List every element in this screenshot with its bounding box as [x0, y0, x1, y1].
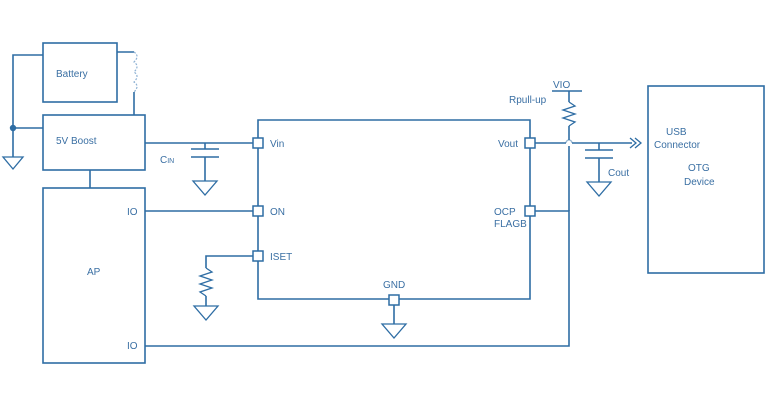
battery-label: Battery [56, 69, 88, 80]
iset-resistor [192, 255, 253, 321]
pin-vout-label: Vout [498, 139, 518, 150]
pin-vin-label: Vin [270, 139, 284, 150]
pin-vout [524, 137, 536, 149]
ap-io-bottom-label: IO [127, 341, 138, 352]
boost-label: 5V Boost [56, 136, 97, 147]
battery-block: Battery [42, 42, 118, 103]
boost-block: 5V Boost [42, 114, 146, 171]
ground-symbol-gnd [380, 305, 408, 339]
inductor [117, 51, 138, 115]
left-ground-rail [1, 54, 43, 171]
pin-on [252, 205, 264, 217]
switch-ic: Vin ON ISET GND Vout OCP FLAGB [252, 119, 536, 306]
flag-net [145, 210, 570, 347]
cin-label: CIN [160, 155, 174, 166]
vin-net: CIN [145, 142, 253, 196]
usb-connector-label-2: Connector [654, 140, 701, 151]
cout-label: Cout [608, 168, 629, 179]
ap-io-top-label: IO [127, 207, 138, 218]
pin-iset [252, 250, 264, 262]
ground-symbol-cout [585, 181, 613, 197]
ground-symbol-left [1, 156, 25, 171]
usb-connector-label-1: USB [666, 127, 687, 138]
otg-device-label-2: Device [684, 177, 715, 188]
ap-block: AP IO IO [42, 187, 146, 364]
pin-gnd [388, 294, 400, 306]
pin-on-label: ON [270, 207, 285, 218]
pin-gnd-label: GND [383, 280, 405, 291]
otg-device-block: USB Connector OTG Device [647, 85, 765, 274]
vio-label: VIO [553, 80, 570, 91]
vout-net: VIO Rpull-up Cout [509, 80, 643, 211]
pin-iset-label: ISET [270, 252, 292, 263]
pin-ocp-label-2: FLAGB [494, 219, 527, 230]
ground-symbol-iset [192, 305, 220, 321]
otg-device-label-1: OTG [688, 163, 710, 174]
pin-ocp [524, 205, 536, 217]
ground-symbol-cin [191, 180, 219, 196]
pin-vin [252, 137, 264, 149]
junction-dot [9, 124, 17, 132]
pin-ocp-label-1: OCP [494, 207, 516, 218]
rpullup-label: Rpull-up [509, 95, 547, 106]
ap-label: AP [87, 267, 101, 278]
